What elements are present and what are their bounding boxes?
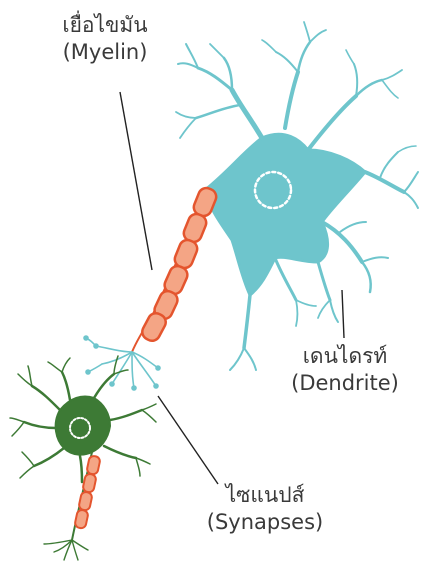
myelin-label-thai: เยื่อไขมัน	[30, 14, 180, 37]
large-neuron-axon	[132, 186, 219, 352]
dendrite-label-english: (Dendrite)	[270, 372, 420, 395]
synapse-label-english: (Synapses)	[190, 511, 340, 534]
synapse-label: ไซแนปส์ (Synapses)	[190, 484, 340, 534]
dendrite-leader-line	[342, 290, 344, 338]
large-neuron-cell-body	[205, 134, 365, 295]
dendrite-label: เดนไดรท์ (Dendrite)	[270, 345, 420, 395]
small-neuron	[10, 356, 156, 482]
myelin-label: เยื่อไขมัน (Myelin)	[30, 14, 180, 64]
small-neuron-axon	[44, 452, 101, 560]
small-myelin-sheath	[74, 455, 101, 529]
synapse-leader-line	[158, 396, 218, 484]
synapse-label-thai: ไซแนปส์	[190, 484, 340, 507]
myelin-label-english: (Myelin)	[30, 41, 180, 64]
small-neuron-cell-body	[56, 397, 110, 455]
myelin-leader-line	[120, 92, 152, 270]
dendrite-label-thai: เดนไดรท์	[270, 345, 420, 368]
synapse-terminals	[84, 336, 160, 390]
